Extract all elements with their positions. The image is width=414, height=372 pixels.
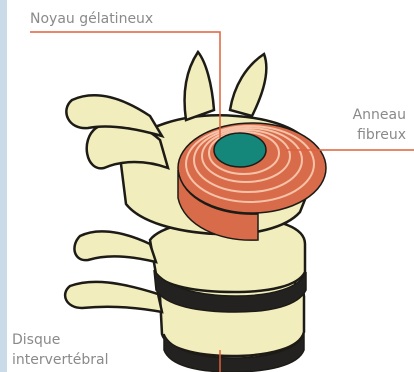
label-disc-line-1: Disque bbox=[12, 330, 109, 350]
lower-transverse-process bbox=[74, 231, 156, 262]
lower-spinous-process bbox=[65, 282, 162, 312]
label-disc: Disque intervertébral bbox=[12, 330, 109, 370]
superior-facet-left bbox=[185, 52, 215, 120]
nucleus-pulposus bbox=[214, 133, 266, 167]
label-annulus-line-2: fibreux bbox=[353, 125, 406, 145]
label-disc-line-2: intervertébral bbox=[12, 350, 109, 370]
label-annulus-line-1: Anneau bbox=[353, 105, 406, 125]
label-annulus: Anneau fibreux bbox=[353, 105, 406, 145]
superior-facet-right bbox=[230, 54, 266, 116]
label-nucleus: Noyau gélatineux bbox=[30, 9, 153, 29]
